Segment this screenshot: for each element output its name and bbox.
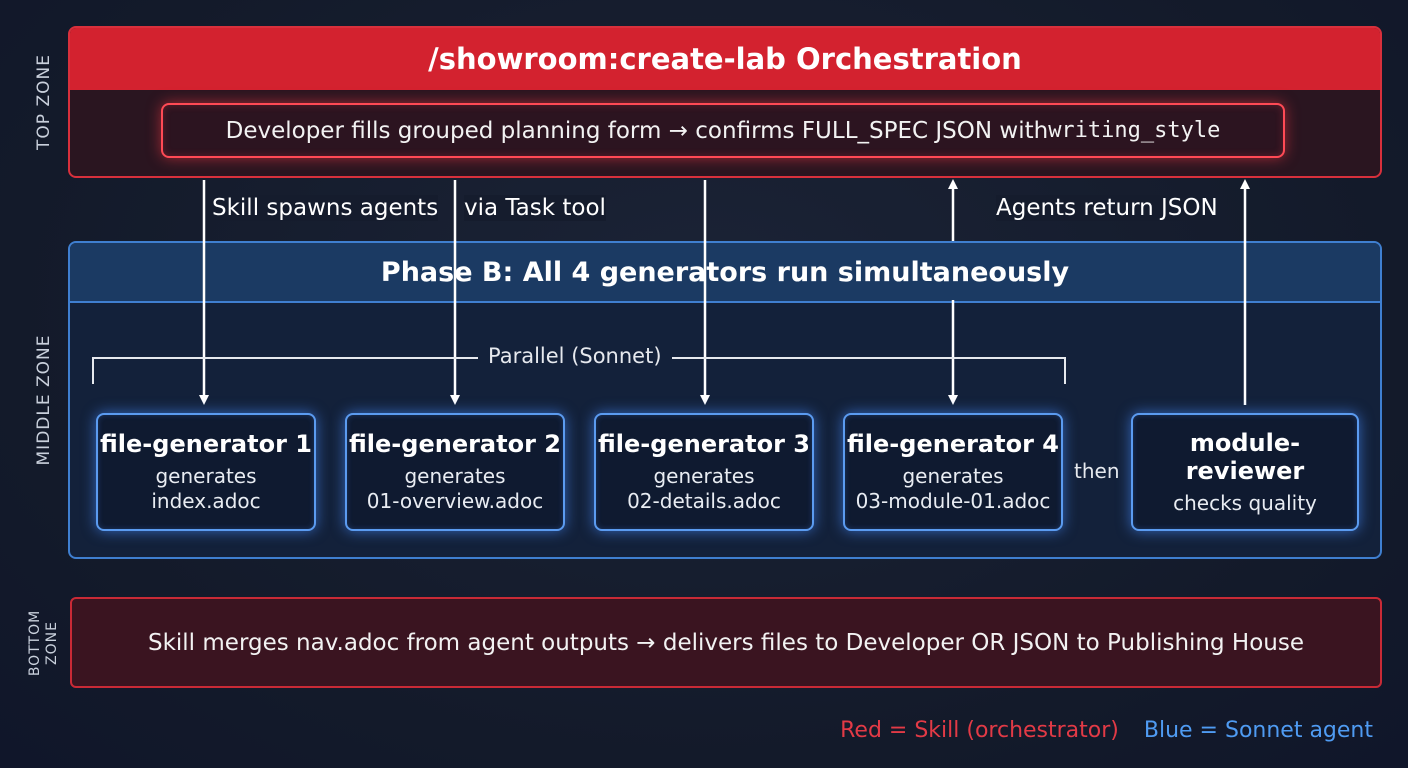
generator-title: file-generator 3 <box>598 430 810 458</box>
zone-label-bottom-line1: BOTTOM <box>27 609 43 677</box>
generator-file: index.adoc <box>151 489 261 513</box>
generator-title: file-generator 1 <box>100 430 312 458</box>
file-generator-1-box: file-generator 1 generates index.adoc <box>96 413 316 531</box>
zone-label-bottom-line2: ZONE <box>44 621 60 665</box>
zone-label-middle: MIDDLE ZONE <box>34 334 54 466</box>
file-generator-3-box: file-generator 3 generates 02-details.ad… <box>594 413 814 531</box>
planning-form-step-text: Developer fills grouped planning form → … <box>225 117 1049 144</box>
generator-file: 01-overview.adoc <box>366 489 544 513</box>
writing-style-code: writing_style <box>1048 118 1221 143</box>
generator-file: 02-details.adoc <box>627 489 781 513</box>
legend-skill: Red = Skill (orchestrator) <box>840 718 1119 743</box>
generator-action: generates <box>653 464 755 488</box>
legend: Red = Skill (orchestrator) Blue = Sonnet… <box>840 718 1373 743</box>
generator-action: generates <box>902 464 1004 488</box>
module-reviewer-box: module-reviewer checks quality <box>1131 413 1359 531</box>
generator-title: file-generator 4 <box>847 430 1059 458</box>
planning-form-step: Developer fills grouped planning form → … <box>161 103 1285 158</box>
file-generator-4-box: file-generator 4 generates 03-module-01.… <box>843 413 1063 531</box>
merge-deliver-step: Skill merges nav.adoc from agent outputs… <box>147 629 1304 656</box>
bottom-zone-container: Skill merges nav.adoc from agent outputs… <box>70 597 1382 688</box>
spawn-label-right: via Task tool <box>464 195 606 221</box>
generator-action: generates <box>404 464 506 488</box>
return-label: Agents return JSON <box>996 195 1218 221</box>
reviewer-action: checks quality <box>1173 490 1317 515</box>
generator-file: 03-module-01.adoc <box>855 489 1051 513</box>
generator-title: file-generator 2 <box>349 430 561 458</box>
then-label: then <box>1074 459 1120 483</box>
parallel-label: Parallel (Sonnet) <box>478 344 672 368</box>
legend-agent: Blue = Sonnet agent <box>1143 718 1373 743</box>
top-zone-title: /showroom:create-lab Orchestration <box>70 28 1380 90</box>
phase-b-title: Phase B: All 4 generators run simultaneo… <box>70 243 1380 303</box>
spawn-label-left: Skill spawns agents <box>212 195 439 221</box>
generator-action: generates <box>155 464 257 488</box>
reviewer-title: module-reviewer <box>1185 428 1305 485</box>
zone-label-bottom: BOTTOM ZONE <box>27 610 61 676</box>
zone-label-top: TOP ZONE <box>34 54 54 150</box>
file-generator-2-box: file-generator 2 generates 01-overview.a… <box>345 413 565 531</box>
